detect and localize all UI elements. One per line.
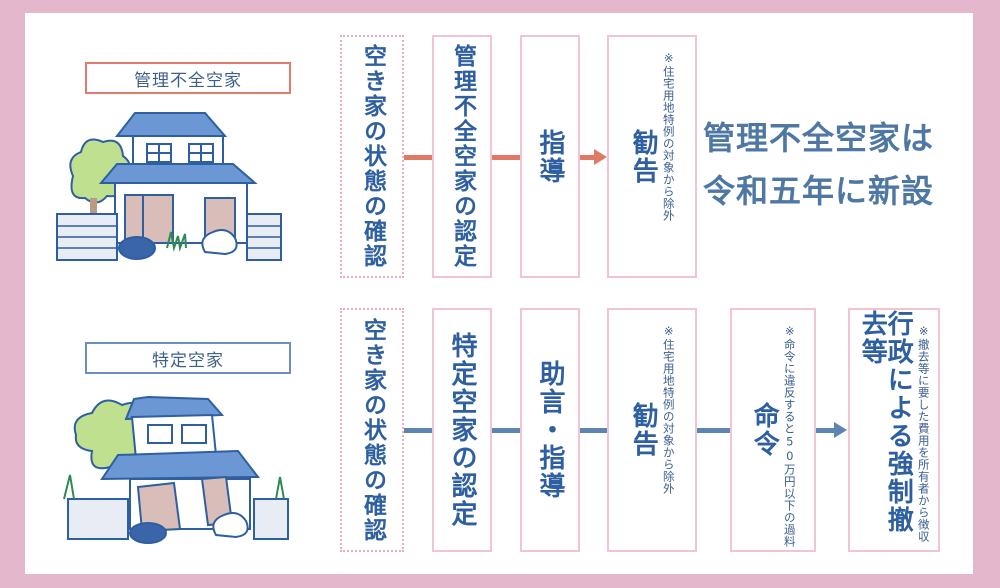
step-guidance-managed: 指導 <box>520 35 580 278</box>
connector-line <box>697 428 730 433</box>
step-note: ※住宅用地特例の対象から除外 <box>661 51 676 222</box>
headline-line-1: 管理不全空家は <box>703 119 935 157</box>
connector-line <box>404 428 432 433</box>
category-label-managed: 管理不全空家 <box>85 62 291 94</box>
step-certification-managed: 管理不全空家の認定 <box>432 35 492 278</box>
arrow-right-icon <box>834 422 847 438</box>
step-title: 空き家の状態の確認 <box>359 317 386 543</box>
connector-line <box>492 428 520 433</box>
step-note: ※命令に違反すると50万円以下の過料 <box>782 324 797 548</box>
step-title: 命令 <box>749 402 780 458</box>
connector-arrow <box>816 428 836 433</box>
step-recommendation-managed: ※住宅用地特例の対象から除外 勧告 <box>607 35 697 278</box>
step-title: 勧告 <box>628 402 659 458</box>
arrow-right-icon <box>594 149 607 165</box>
connector-line <box>404 155 432 160</box>
step-title: 助言・指導 <box>535 360 565 500</box>
connector-line <box>492 155 520 160</box>
connector-line <box>580 428 607 433</box>
house-icon <box>56 112 282 261</box>
step-note: ※撤去等に要した費用を所有者から徴収 <box>916 324 931 543</box>
step-title: 特定空家の認定 <box>447 332 477 528</box>
step-advice-guidance-specified: 助言・指導 <box>520 308 580 552</box>
step-title: 勧告 <box>628 128 659 185</box>
step-title: 管理不全空家の認定 <box>449 44 476 269</box>
step-certification-specified: 特定空家の認定 <box>432 308 492 552</box>
step-title: 空き家の状態の確認 <box>359 44 386 269</box>
damaged-house-icon <box>63 395 289 544</box>
step-forced-removal-specified: ※撤去等に要した費用を所有者から徴収 行政による強制撤去等 <box>848 308 940 552</box>
step-status-check-specified: 空き家の状態の確認 <box>340 308 404 552</box>
step-title: 行政による強制撤去等 <box>857 310 914 534</box>
headline: 管理不全空家は 令和五年に新設 <box>703 112 973 218</box>
connector-arrow <box>580 155 596 160</box>
step-order-specified: ※命令に違反すると50万円以下の過料 命令 <box>730 308 816 552</box>
step-status-check-managed: 空き家の状態の確認 <box>340 35 404 278</box>
step-recommendation-specified: ※住宅用地特例の対象から除外 勧告 <box>607 308 697 552</box>
step-title: 指導 <box>535 128 565 185</box>
headline-line-2: 令和五年に新設 <box>703 172 935 210</box>
category-label-specified: 特定空家 <box>85 342 291 374</box>
step-note: ※住宅用地特例の対象から除外 <box>661 324 676 495</box>
